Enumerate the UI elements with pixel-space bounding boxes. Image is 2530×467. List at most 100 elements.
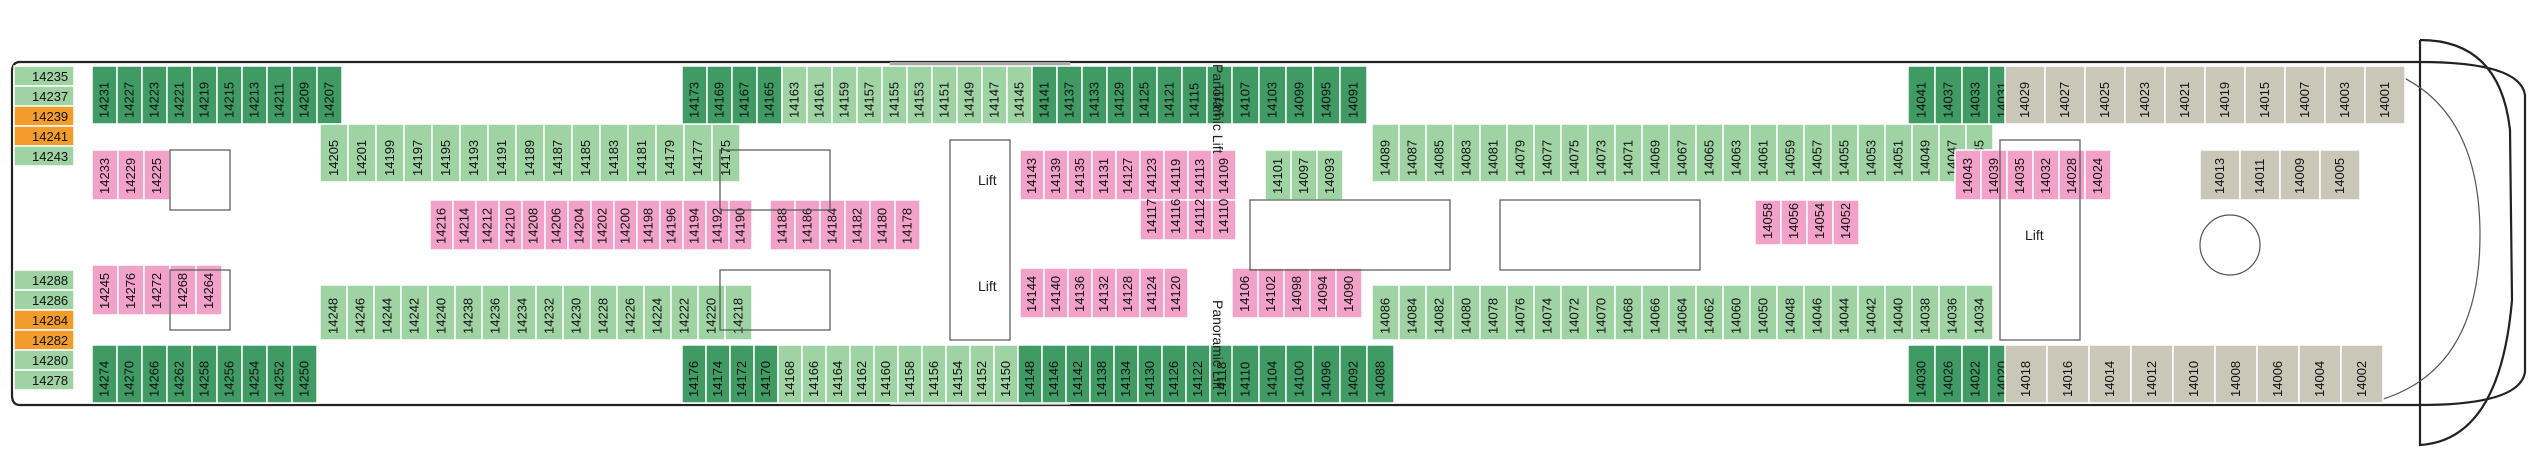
cabin-14125[interactable] (1131, 65, 1158, 125)
cabin-14166[interactable] (801, 344, 827, 404)
cabin-14264[interactable] (195, 264, 223, 316)
cabin-14248[interactable] (319, 284, 348, 341)
cabin-14024[interactable] (2084, 149, 2112, 201)
cabin-14016[interactable] (2046, 344, 2090, 404)
cabin-14005[interactable] (2319, 149, 2361, 201)
cabin-14103[interactable] (1258, 65, 1287, 125)
cabin-14161[interactable] (806, 65, 833, 125)
cabin-14068[interactable] (1614, 284, 1643, 341)
cabin-14238[interactable] (454, 284, 483, 341)
cabin-14039[interactable] (1980, 149, 2008, 201)
cabin-14157[interactable] (856, 65, 883, 125)
cabin-14169[interactable] (706, 65, 733, 125)
cabin-14038[interactable] (1911, 284, 1940, 341)
cabin-14111[interactable] (1206, 65, 1233, 125)
cabin-14191[interactable] (487, 123, 517, 183)
cabin-14136[interactable] (1067, 267, 1093, 319)
cabin-14037[interactable] (1934, 65, 1963, 125)
cabin-14052[interactable] (1832, 199, 1860, 246)
cabin-14032[interactable] (2032, 149, 2060, 201)
cabin-14168[interactable] (777, 344, 803, 404)
cabin-14040[interactable] (1884, 284, 1913, 341)
cabin-14156[interactable] (921, 344, 947, 404)
cabin-14110[interactable] (1211, 199, 1237, 241)
cabin-14213[interactable] (241, 65, 268, 125)
cabin-14190[interactable] (728, 199, 753, 251)
cabin-14165[interactable] (756, 65, 783, 125)
cabin-14131[interactable] (1091, 149, 1117, 201)
cabin-14230[interactable] (562, 284, 591, 341)
cabin-14159[interactable] (831, 65, 858, 125)
cabin-14232[interactable] (535, 284, 564, 341)
cabin-14219[interactable] (191, 65, 218, 125)
cabin-14150[interactable] (993, 344, 1019, 404)
cabin-14106[interactable] (1231, 267, 1259, 319)
cabin-14090[interactable] (1335, 267, 1363, 319)
cabin-14233[interactable] (91, 149, 119, 201)
cabin-14094[interactable] (1309, 267, 1337, 319)
cabin-14246[interactable] (346, 284, 375, 341)
cabin-14006[interactable] (2256, 344, 2300, 404)
cabin-14035[interactable] (2006, 149, 2034, 201)
cabin-14056[interactable] (1780, 199, 1808, 246)
cabin-14149[interactable] (956, 65, 983, 125)
cabin-14193[interactable] (459, 123, 489, 183)
cabin-14236[interactable] (481, 284, 510, 341)
cabin-14065[interactable] (1695, 123, 1724, 183)
cabin-14048[interactable] (1776, 284, 1805, 341)
cabin-14231[interactable] (91, 65, 118, 125)
cabin-14189[interactable] (515, 123, 545, 183)
cabin-14010[interactable] (2172, 344, 2216, 404)
cabin-14023[interactable] (2124, 65, 2166, 125)
cabin-14176[interactable] (681, 344, 707, 404)
cabin-14211[interactable] (266, 65, 293, 125)
cabin-14004[interactable] (2298, 344, 2342, 404)
cabin-14147[interactable] (981, 65, 1008, 125)
cabin-14139[interactable] (1043, 149, 1069, 201)
cabin-14107[interactable] (1231, 65, 1260, 125)
cabin-14258[interactable] (191, 344, 218, 404)
cabin-14098[interactable] (1283, 267, 1311, 319)
cabin-14153[interactable] (906, 65, 933, 125)
cabin-14002[interactable] (2340, 344, 2384, 404)
cabin-14073[interactable] (1587, 123, 1616, 183)
cabin-14058[interactable] (1754, 199, 1782, 246)
cabin-14244[interactable] (373, 284, 402, 341)
cabin-14013[interactable] (2199, 149, 2241, 201)
cabin-14184[interactable] (819, 199, 846, 251)
cabin-14129[interactable] (1106, 65, 1133, 125)
cabin-14062[interactable] (1695, 284, 1724, 341)
cabin-14117[interactable] (1139, 199, 1165, 241)
cabin-14278[interactable] (13, 369, 75, 391)
cabin-14076[interactable] (1506, 284, 1535, 341)
cabin-14240[interactable] (427, 284, 456, 341)
cabin-14197[interactable] (403, 123, 433, 183)
cabin-14051[interactable] (1884, 123, 1913, 183)
cabin-14207[interactable] (316, 65, 343, 125)
cabin-14043[interactable] (1954, 149, 1982, 201)
cabin-14134[interactable] (1113, 344, 1139, 404)
cabin-14256[interactable] (216, 344, 243, 404)
cabin-14093[interactable] (1316, 149, 1344, 201)
cabin-14034[interactable] (1965, 284, 1994, 341)
cabin-14104[interactable] (1258, 344, 1287, 404)
cabin-14109[interactable] (1211, 149, 1237, 201)
cabin-14069[interactable] (1641, 123, 1670, 183)
cabin-14132[interactable] (1091, 267, 1117, 319)
cabin-14167[interactable] (731, 65, 758, 125)
cabin-14187[interactable] (543, 123, 573, 183)
cabin-14055[interactable] (1830, 123, 1859, 183)
cabin-14053[interactable] (1857, 123, 1886, 183)
cabin-14163[interactable] (781, 65, 808, 125)
cabin-14054[interactable] (1806, 199, 1834, 246)
cabin-14075[interactable] (1560, 123, 1589, 183)
cabin-14101[interactable] (1264, 149, 1292, 201)
cabin-14078[interactable] (1479, 284, 1508, 341)
cabin-14033[interactable] (1961, 65, 1990, 125)
cabin-14118[interactable] (1209, 344, 1235, 404)
cabin-14151[interactable] (931, 65, 958, 125)
cabin-14050[interactable] (1749, 284, 1778, 341)
cabin-14080[interactable] (1452, 284, 1481, 341)
cabin-14182[interactable] (844, 199, 871, 251)
cabin-14066[interactable] (1641, 284, 1670, 341)
